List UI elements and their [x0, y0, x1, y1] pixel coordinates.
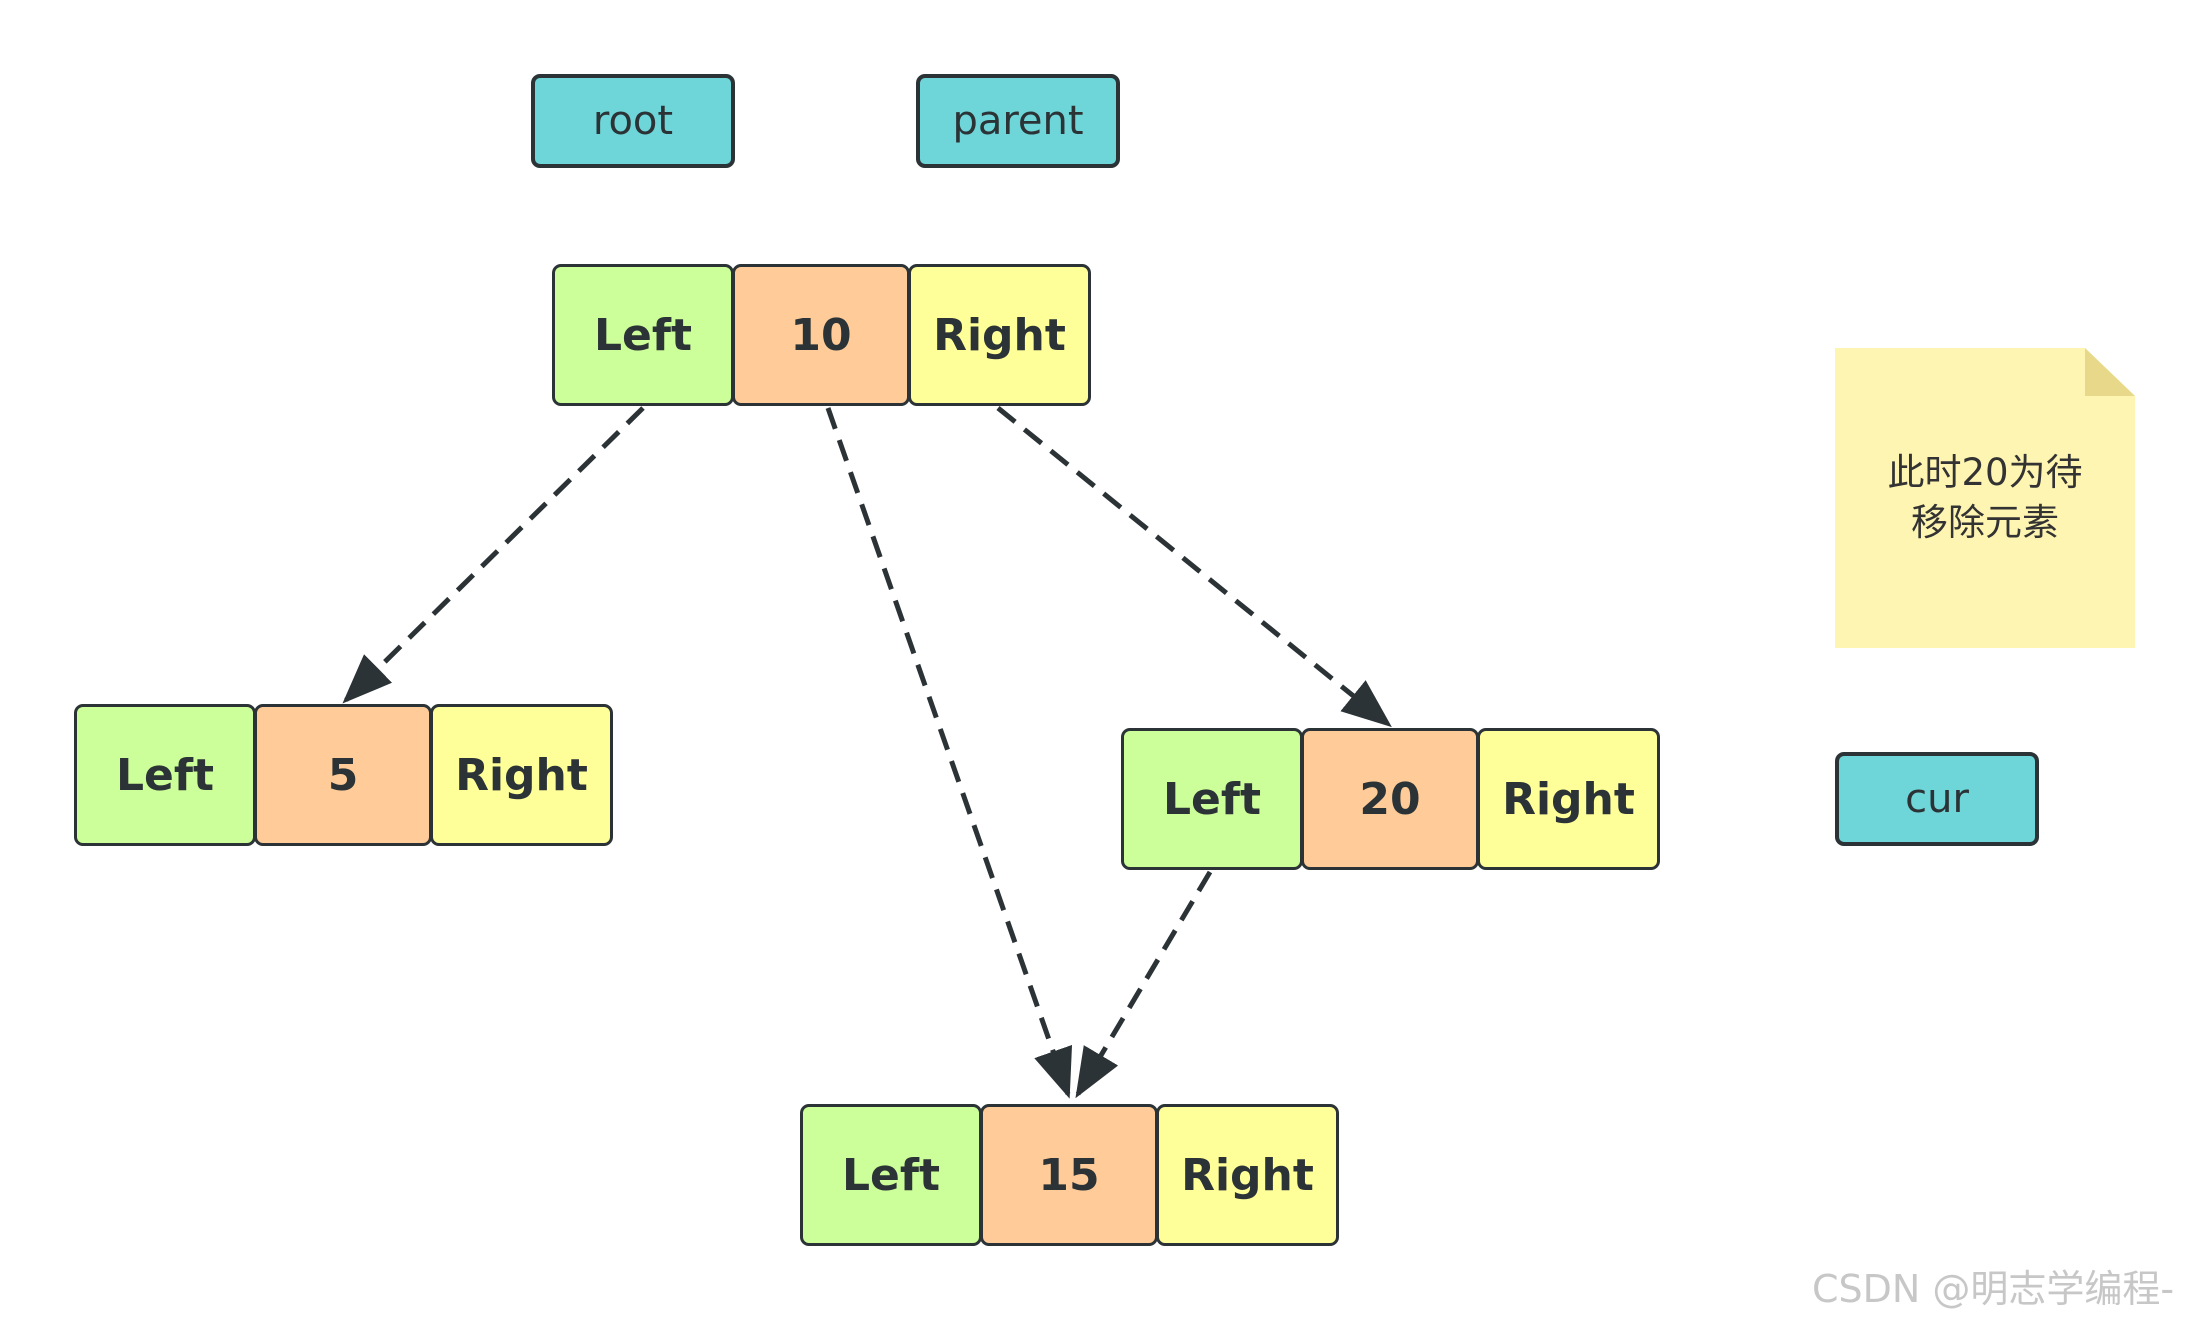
edge-10-value-to-15 — [825, 407, 1073, 1099]
parent-pointer-box: parent — [916, 74, 1120, 168]
node-5-value-cell: 5 — [254, 704, 432, 846]
node-15-value-cell: 15 — [980, 1104, 1158, 1246]
node-20-right-cell: Right — [1477, 728, 1660, 870]
edge-20-left-to-15 — [1075, 870, 1213, 1099]
root-pointer-label: root — [592, 98, 674, 144]
root-pointer-box: root — [531, 74, 735, 168]
tree-node-5: Left 5 Right — [74, 704, 613, 846]
cur-pointer-label: cur — [1905, 776, 1969, 822]
node-15-right-cell: Right — [1156, 1104, 1339, 1246]
node-20-value-cell: 20 — [1301, 728, 1479, 870]
sticky-note: 此时20为待 移除元素 — [1835, 348, 2135, 648]
tree-node-20: Left 20 Right — [1121, 728, 1660, 870]
sticky-note-line-1: 此时20为待 — [1887, 451, 2083, 494]
tree-node-15: Left 15 Right — [800, 1104, 1339, 1246]
node-10-value-cell: 10 — [732, 264, 910, 406]
node-10-left-cell: Left — [552, 264, 734, 406]
sticky-note-icon — [1835, 348, 2135, 648]
sticky-note-text: 此时20为待 移除元素 — [1855, 448, 2115, 548]
node-5-right-cell: Right — [430, 704, 613, 846]
edge-10-right-to-20 — [996, 406, 1392, 728]
cur-pointer-box: cur — [1835, 752, 2039, 846]
tree-node-10: Left 10 Right — [552, 264, 1091, 406]
node-20-left-cell: Left — [1121, 728, 1303, 870]
sticky-note-line-2: 移除元素 — [1911, 501, 2059, 544]
watermark: CSDN @明志学编程- — [1812, 1267, 2175, 1311]
node-5-left-cell: Left — [74, 704, 256, 846]
parent-pointer-label: parent — [952, 98, 1084, 144]
edge-10-left-to-5 — [342, 406, 645, 704]
node-10-right-cell: Right — [908, 264, 1091, 406]
node-15-left-cell: Left — [800, 1104, 982, 1246]
